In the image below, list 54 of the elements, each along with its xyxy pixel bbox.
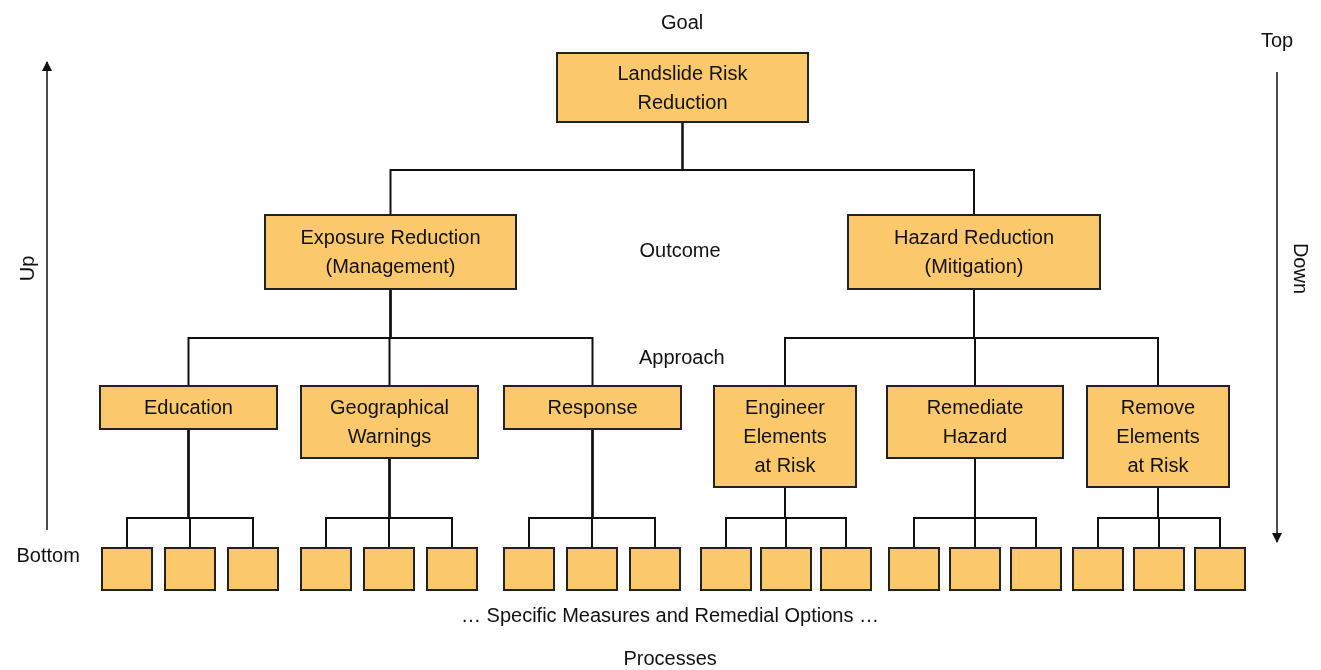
empty-box (629, 547, 681, 591)
empty-box (503, 547, 555, 591)
direction-label: Down (1288, 242, 1312, 294)
process-box (847, 214, 1101, 290)
connector-line (784, 487, 847, 548)
level-label: Processes (623, 646, 717, 670)
box-label: Geographical Warnings (329, 395, 450, 449)
connector-line (974, 458, 1037, 548)
empty-box (700, 547, 752, 591)
process-box (886, 385, 1064, 459)
box-label: Landslide Risk Reduction (616, 60, 749, 115)
box-label: Remediate Hazard (925, 395, 1025, 449)
connector-line (389, 289, 594, 386)
level-label: Goal (661, 10, 704, 34)
level-label: Approach (639, 345, 725, 369)
box-label: Exposure Reduction (Management) (299, 225, 482, 279)
connector-line (973, 289, 1159, 386)
empty-box (1133, 547, 1185, 591)
process-box (556, 52, 809, 123)
connector-line (681, 122, 975, 215)
process-box (503, 385, 682, 430)
empty-box (164, 547, 216, 591)
box-label: Engineer Elements at Risk (742, 395, 828, 478)
connector-line (388, 458, 453, 548)
connector-line (1157, 487, 1221, 548)
empty-box (949, 547, 1001, 591)
box-label: Education (144, 395, 233, 420)
box-label: Hazard Reduction (Mitigation) (892, 225, 1056, 279)
empty-box (426, 547, 478, 591)
process-box (713, 385, 857, 488)
empty-box (101, 547, 153, 591)
box-label: Remove Elements at Risk (1115, 395, 1201, 478)
empty-box (363, 547, 415, 591)
connector-line (187, 429, 254, 548)
empty-box (300, 547, 352, 591)
empty-box (888, 547, 940, 591)
direction-label: Up (16, 255, 40, 281)
empty-box (1194, 547, 1246, 591)
empty-box (1072, 547, 1124, 591)
empty-box (1010, 547, 1062, 591)
box-label: Response (547, 395, 638, 420)
direction-label: Top (1261, 28, 1294, 52)
empty-box (760, 547, 812, 591)
empty-box (820, 547, 872, 591)
empty-box (227, 547, 279, 591)
process-box (1086, 385, 1230, 488)
empty-box (566, 547, 618, 591)
process-box (300, 385, 479, 459)
note-text: … Specific Measures and Remedial Options … (461, 603, 879, 627)
process-box (99, 385, 278, 430)
level-label: Outcome (639, 238, 721, 262)
direction-label: Bottom (16, 543, 80, 567)
connector-line (591, 429, 656, 548)
process-box (264, 214, 517, 290)
